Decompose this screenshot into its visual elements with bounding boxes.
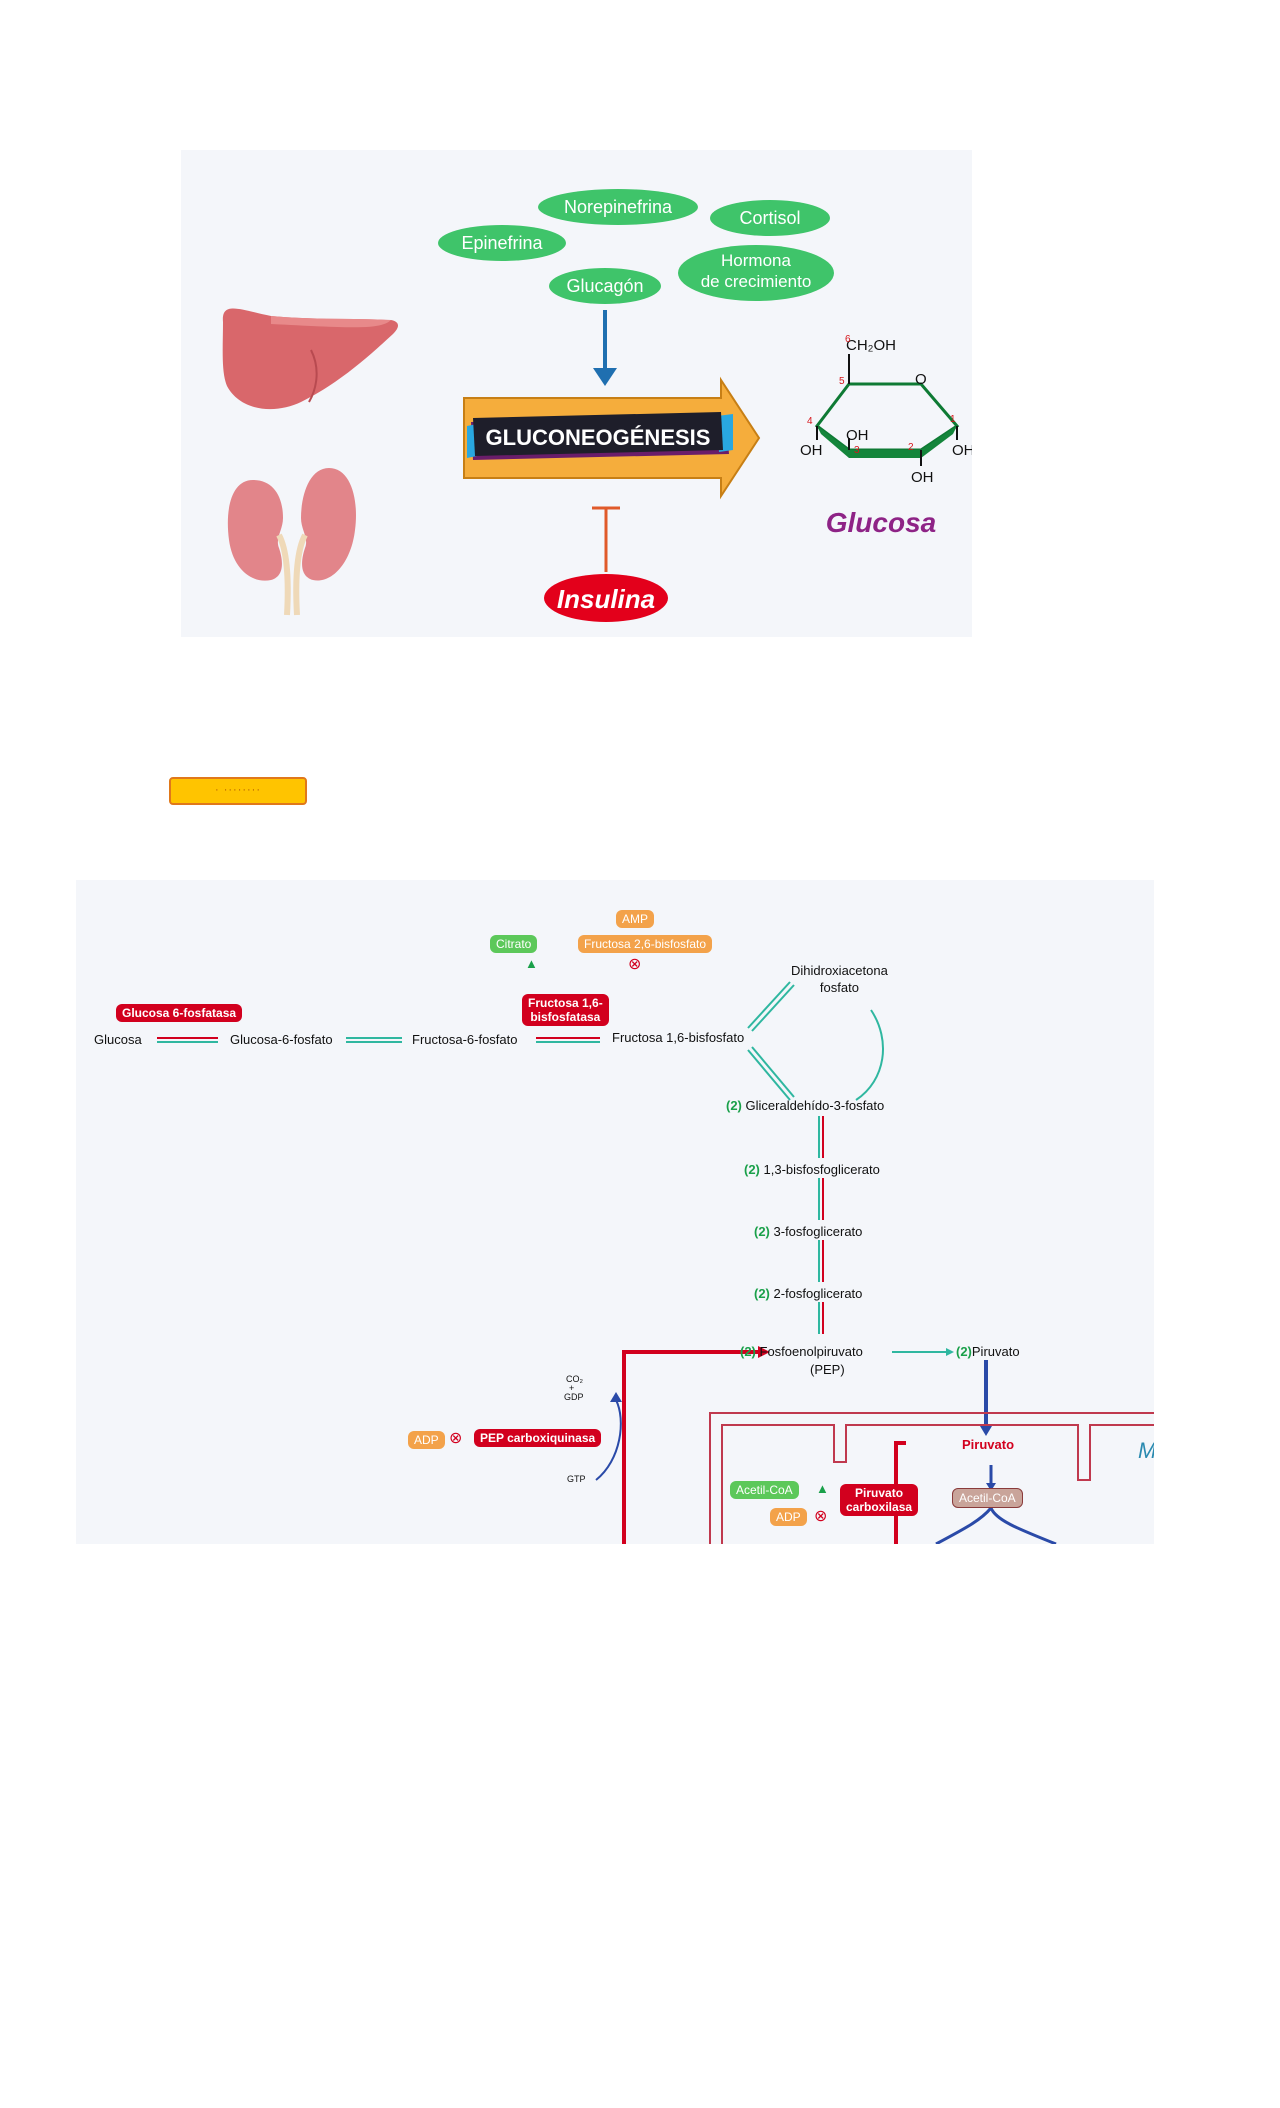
hormone-glucagon-badge [549, 268, 661, 304]
mitochondria-label: M [1138, 1438, 1154, 1463]
enzyme-pyruvate-carboxylase: Piruvato carboxilasa [840, 1484, 919, 1516]
carbon-number: 6 [845, 334, 851, 345]
inhibition-icon: ⊗ [814, 1508, 828, 1525]
hormone-label: de crecimiento [701, 272, 812, 291]
hormone-label: Glucagón [566, 276, 643, 296]
kidneys-icon [227, 468, 356, 616]
gluconeogenesis-overview-panel: Norepinefrina Cortisol Epinefrina Hormon… [181, 150, 975, 637]
mito-pyruvate: Piruvato [962, 1437, 1015, 1452]
step-name: 3-fosfoglicerato [773, 1224, 863, 1239]
cofactor-gtp: GTP [567, 1474, 586, 1484]
process-label: GLUCONEOGÉNESIS [486, 425, 711, 450]
insulin-label: Insulina [557, 584, 655, 614]
step-number: (2) [744, 1162, 760, 1177]
carbon-number: 2 [908, 442, 914, 453]
step-number: (2) [726, 1098, 742, 1113]
glucose-oh-label: OH [911, 469, 934, 486]
cofactor-gdp: GDP [564, 1392, 584, 1402]
activation-icon: ▲ [816, 1481, 829, 1496]
metabolite-dhap: Dihidroxiacetona fosfato [791, 962, 888, 996]
metabolite-dhap-line1: Dihidroxiacetona [791, 963, 888, 978]
metabolite-dhap-line2: fosfato [819, 980, 859, 995]
step-2pg: (2) 2-fosfoglicerato [754, 1286, 862, 1301]
mito-acetyl-coa: Acetil-CoA [952, 1488, 1023, 1508]
carbon-number: 1 [950, 414, 956, 425]
hormone-label: Norepinefrina [564, 197, 673, 217]
regulator-adp: ADP [408, 1431, 445, 1449]
reaction-arrows [157, 981, 1154, 1544]
step-name: Piruvato [971, 1344, 1020, 1359]
step-number: (2) [740, 1344, 756, 1359]
glucose-ch2oh-label: CH₂OH [846, 337, 896, 354]
step-13bpg: (2) 1,3-bisfosfoglicerato [744, 1162, 880, 1177]
step-number: (2) [754, 1224, 770, 1239]
inhibition-icon: ⊗ [449, 1430, 463, 1447]
step-3pg: (2) 3-fosfoglicerato [754, 1224, 862, 1239]
enzyme-glucose-6-phosphatase: Glucosa 6-fosfatasa [116, 1004, 243, 1022]
insulin-badge [544, 574, 668, 622]
step-name: Fosfoenolpiruvato [759, 1344, 863, 1359]
cofactor-co2: CO₂ [566, 1374, 583, 1384]
enzyme-pc-line2: carboxilasa [846, 1500, 913, 1514]
hormone-label: Cortisol [739, 208, 800, 228]
legend-box: · ········ [169, 777, 307, 805]
metabolite-glucosa: Glucosa [94, 1032, 142, 1047]
pathway-svg: M [157, 981, 1154, 1544]
enzyme-fbpase: Fructosa 1,6- bisfosfatasa [522, 994, 609, 1026]
step-pep: (2) Fosfoenolpiruvato [740, 1344, 863, 1359]
enzyme-pepck: PEP carboxiquinasa [474, 1429, 602, 1447]
glucose-structure [814, 354, 960, 466]
cofactor-plus: + [569, 1383, 575, 1393]
metabolite-g6p: Glucosa-6-fosfato [230, 1032, 333, 1047]
pathway-panel: M Glucosa Glucosa-6-fosfato Fructosa-6-f… [76, 880, 1154, 1544]
glucose-oh-label: OH [846, 427, 869, 444]
metabolite-pyruvate: (2)Piruvato [956, 1344, 1020, 1359]
step-g3p: (2) Gliceraldehído-3-fosfato [726, 1098, 884, 1113]
gluconeogenesis-arrow [463, 376, 761, 500]
step-number: (2) [754, 1286, 770, 1301]
glucose-label: Glucosa [826, 507, 936, 538]
regulator-adp: ADP [770, 1508, 807, 1526]
stimulation-arrow [593, 310, 617, 386]
regulator-f26bp: Fructosa 2,6-bisfosfato [578, 935, 713, 953]
metabolite-f16bp: Fructosa 1,6-bisfosfato [612, 1030, 745, 1045]
regulator-citrato: Citrato [490, 935, 538, 953]
enzyme-fbpase-line2: bisfosfatasa [530, 1010, 601, 1024]
step-name: 1,3-bisfosfoglicerato [763, 1162, 880, 1177]
hormone-growth-badge [678, 245, 834, 301]
carbon-number: 5 [839, 376, 845, 387]
glucose-oh-label: OH [800, 442, 823, 459]
pep-abbreviation: (PEP) [810, 1362, 845, 1377]
legend-text: · ········ [214, 784, 262, 796]
carbon-number: 4 [807, 416, 813, 427]
hormone-label: Epinefrina [461, 233, 543, 253]
glucose-oh-label: OH [952, 442, 972, 459]
carbon-number: 3 [854, 445, 860, 456]
inhibition-icon: ⊗ [628, 956, 642, 973]
step-number: (2) [956, 1344, 972, 1359]
hormone-cortisol-badge [710, 200, 830, 236]
liver-icon [222, 308, 398, 410]
regulator-amp: AMP [616, 910, 655, 928]
step-name: 2-fosfoglicerato [773, 1286, 863, 1301]
activation-icon: ▲ [525, 956, 538, 971]
inhibition-symbol [592, 506, 620, 572]
hormone-norepinefrina-badge [538, 189, 698, 225]
glucose-ring-oxygen: O [915, 371, 927, 388]
step-name: Gliceraldehído-3-fosfato [745, 1098, 885, 1113]
hormone-epinefrina-badge [438, 225, 566, 261]
hormone-label: Hormona [721, 251, 791, 270]
enzyme-fbpase-line1: Fructosa 1,6- [528, 996, 603, 1010]
regulator-acetil-coa: Acetil-CoA [730, 1481, 799, 1499]
metabolite-f6p: Fructosa-6-fosfato [412, 1032, 518, 1047]
enzyme-pc-line1: Piruvato [855, 1486, 904, 1500]
overview-svg: Norepinefrina Cortisol Epinefrina Hormon… [222, 189, 975, 622]
